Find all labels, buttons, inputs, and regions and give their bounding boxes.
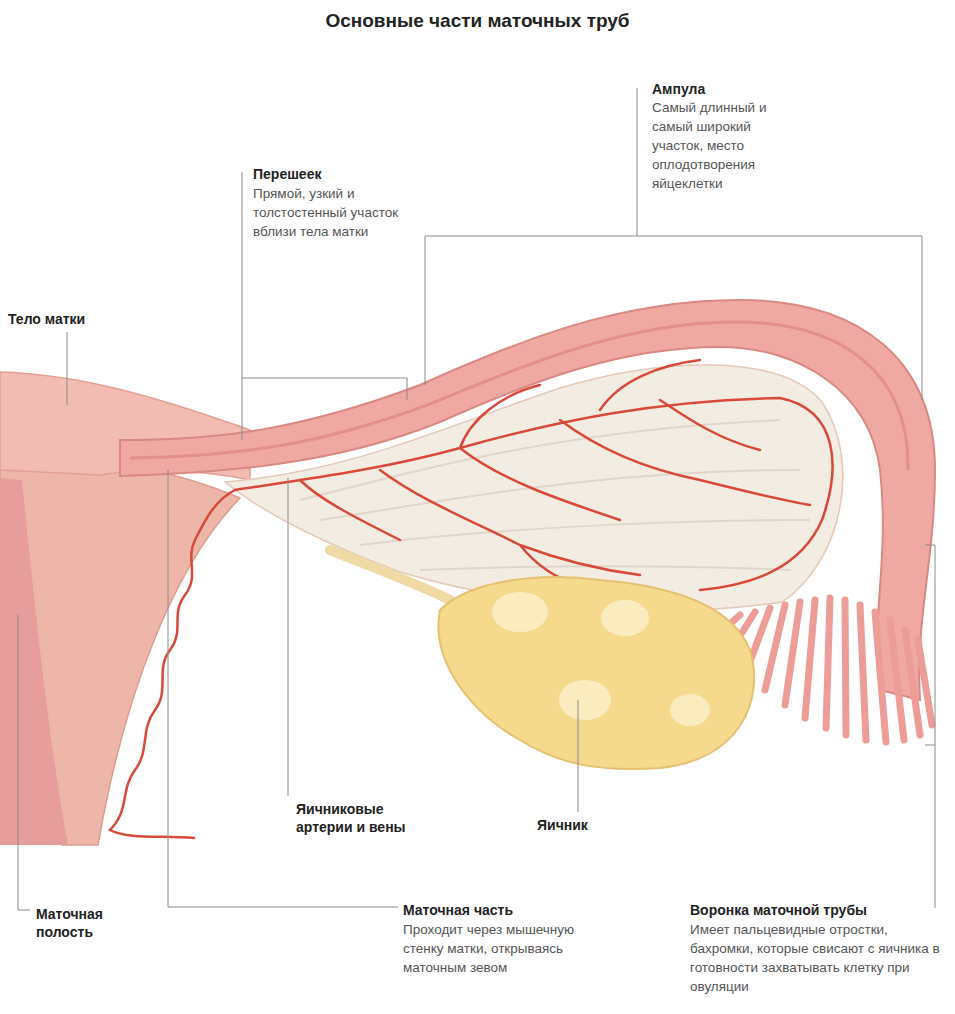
part-name: Тело матки [8,310,118,328]
ovary [438,577,754,769]
part-name: Ампула [652,80,812,98]
part-name: Яичниковые артерии и вены [296,800,431,836]
leader-line [18,615,30,910]
leader-line [925,545,935,908]
part-name: Яичник [537,816,637,834]
leader-line [425,88,922,400]
part-name: Воронка маточной трубы [690,901,920,919]
ovary-follicle [492,592,548,632]
leader-line [67,332,68,405]
diagram-title: Основные части маточных труб [0,10,955,32]
tube-lumen [130,322,908,470]
leader-line [168,470,398,907]
part-name: Маточная часть [403,901,583,919]
leader-lines [18,88,935,910]
part-description: Проходит через мышечную стенку матки, от… [403,920,575,977]
ovary-follicle [559,680,611,720]
part-description: Прямой, узкий и толстостенный участок вб… [253,184,403,241]
leader-line [242,172,407,440]
uterine-cavity [0,478,68,845]
ovary-follicle [601,600,649,636]
part-name: Маточная полость [36,905,131,941]
uterine-artery [110,490,235,838]
mesosalpinx [225,365,843,610]
part-name: Перешеек [253,165,413,183]
ovarian-vessels [235,360,832,590]
ovary-follicle [670,694,710,726]
leader-line [288,478,289,796]
ovarian-ligament [330,550,450,600]
uterine-wall [0,455,240,845]
part-description: Самый длинный и самый широкий участок, м… [652,98,792,193]
leader-line [578,700,579,812]
part-description: Имеет пальцевидные отростки, бахромки, к… [690,920,948,996]
